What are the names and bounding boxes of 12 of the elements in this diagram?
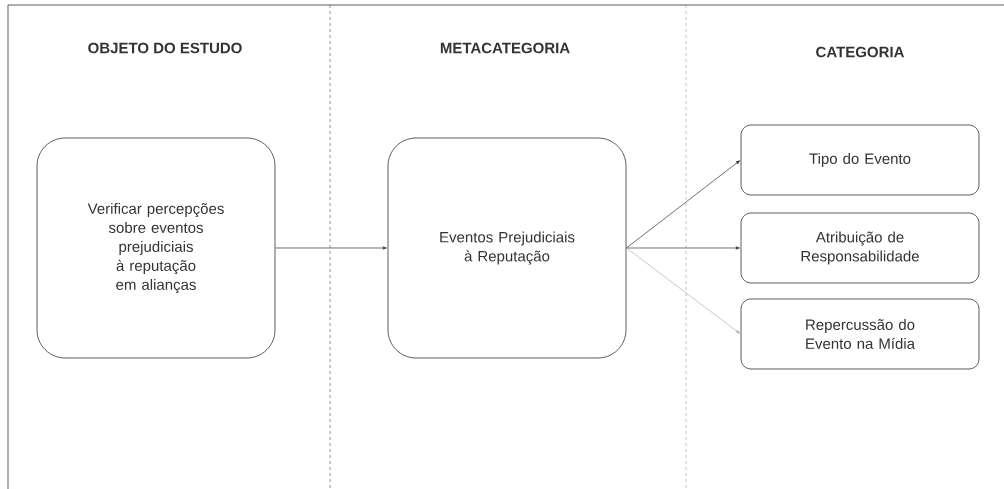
rounded-box: Atribuição de Responsabilidade [740,212,980,284]
column-heading: OBJETO DO ESTUDO [88,42,242,54]
rounded-box: Repercussão do Evento na Mídia [740,298,980,370]
rounded-box: Eventos Prejudiciais à Reputação [387,137,627,359]
rounded-box: Verificar percepções sobre eventos prejudiciais à reputação em alianças [36,137,276,359]
column-heading: CATEGORIA [816,46,905,58]
arrow [626,246,740,250]
column-heading: METACATEGORIA [440,42,570,54]
rounded-box: Tipo do Evento [740,124,980,196]
arrow [275,246,387,250]
arrow [626,247,741,334]
arrow [626,160,741,249]
